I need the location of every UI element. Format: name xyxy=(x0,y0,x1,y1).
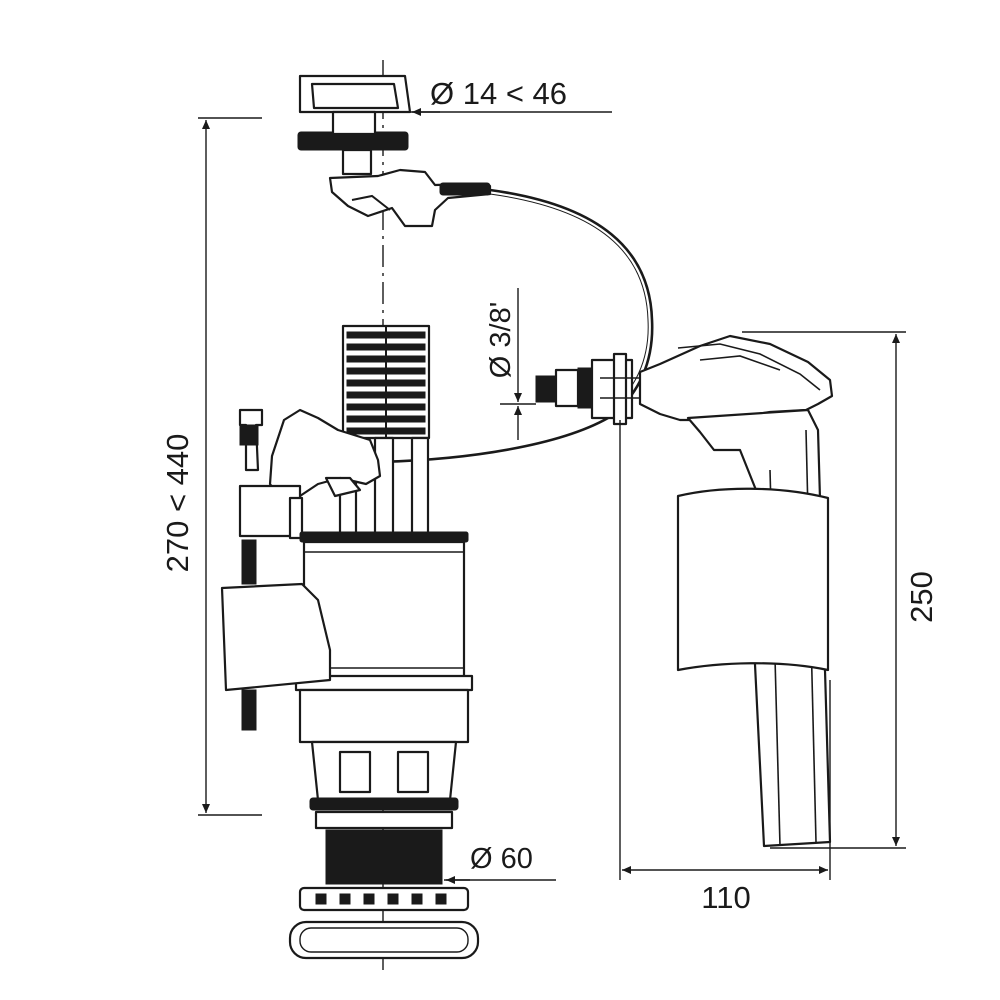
dimension-width: 110 xyxy=(619,420,831,915)
dimension-button-diameter: Ø 14 < 46 xyxy=(408,76,612,116)
cable-lever-head xyxy=(328,168,492,228)
lever-mechanism xyxy=(238,408,382,540)
dimension-hose-connection: Ø 3/8' xyxy=(485,288,536,440)
fill-valve xyxy=(535,334,834,848)
outlet-diameter-label: Ø 60 xyxy=(470,843,533,875)
height-range-label: 270 < 440 xyxy=(160,434,195,573)
push-button xyxy=(297,74,412,176)
threaded-outlet xyxy=(288,810,480,960)
guide-rods xyxy=(338,436,430,540)
overflow-cage xyxy=(341,324,431,440)
dimension-outlet-diameter: Ø 60 xyxy=(444,843,556,884)
lower-cage xyxy=(309,740,459,811)
valve-height-label: 250 xyxy=(904,571,939,623)
width-label: 110 xyxy=(701,880,750,915)
dimension-height-range: 270 < 440 xyxy=(160,117,262,816)
hose-connection-label: Ø 3/8' xyxy=(485,302,517,378)
main-body xyxy=(294,531,474,744)
side-float xyxy=(220,539,332,731)
dimension-valve-height: 250 xyxy=(742,331,939,849)
button-diameter-label: Ø 14 < 46 xyxy=(430,76,567,111)
